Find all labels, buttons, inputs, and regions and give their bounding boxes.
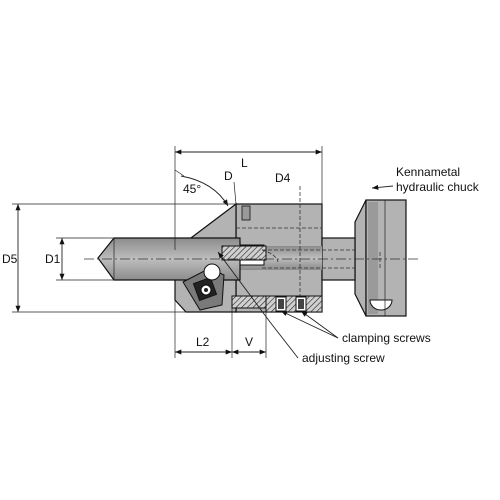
- chuck-leader: [371, 184, 394, 190]
- label-chuck-line1: Kennametal: [396, 165, 460, 179]
- label-chuck-line2: hydraulic chuck: [396, 180, 480, 194]
- clamping-screws-leaders: [280, 310, 339, 339]
- label-D1: D1: [45, 252, 61, 266]
- insert-cartridge: [182, 263, 225, 311]
- label-V: V: [245, 335, 253, 349]
- label-angle: 45°: [183, 182, 201, 196]
- label-L2: L2: [196, 335, 210, 349]
- adjusting-screw-leader: [217, 251, 299, 359]
- label-L: L: [241, 156, 248, 170]
- label-D5: D5: [2, 252, 18, 266]
- angle-45: [174, 169, 229, 207]
- label-clamping-screws: clamping screws: [342, 331, 431, 345]
- hatched-sections: [221, 245, 323, 313]
- label-D: D: [224, 169, 233, 183]
- dimension-L: [174, 146, 323, 250]
- hidden-lines: [261, 249, 355, 269]
- dimension-D5: [12, 203, 236, 313]
- hydraulic-chuck: [354, 199, 407, 317]
- label-adjusting-screw: adjusting screw: [302, 351, 385, 365]
- label-D4: D4: [275, 171, 291, 185]
- dimension-L2-V: [174, 300, 267, 358]
- dimension-D1: [56, 237, 114, 281]
